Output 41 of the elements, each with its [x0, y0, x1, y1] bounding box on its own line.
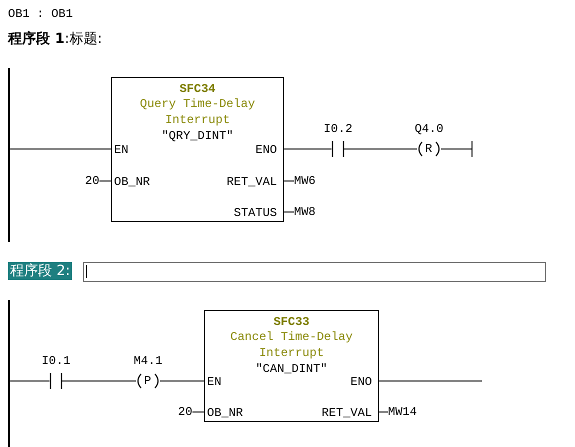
wire: [378, 380, 482, 382]
coil-type-label: R: [425, 141, 432, 157]
network-title: 程序段 1:标题:: [8, 30, 102, 48]
block-title: OB1 : OB1: [8, 7, 73, 21]
pin-label: EN: [207, 374, 222, 390]
block-description: Query Time-Delay Interrupt: [138, 96, 256, 128]
network-title: 程序段 2:: [8, 262, 72, 280]
pin-label: ENO: [350, 374, 372, 390]
operand-label: 20: [178, 404, 192, 420]
wire: [10, 148, 112, 150]
operand-label: I0.1: [40, 353, 72, 369]
pin-label: OB_NR: [114, 174, 150, 190]
pin-label: OB_NR: [207, 405, 244, 421]
operand-label: MW8: [294, 204, 316, 220]
wire: [98, 180, 112, 182]
wire: [160, 380, 204, 382]
block-symbol: "QRY_DINT": [160, 128, 234, 144]
pin-label: RET_VAL: [226, 174, 277, 190]
operand-label: M4.1: [133, 353, 163, 369]
operand-label: MW6: [294, 173, 316, 189]
operand-label: I0.2: [322, 121, 354, 137]
block-name: SFC34: [178, 81, 216, 97]
wire: [61, 380, 136, 382]
pin-label: RET_VAL: [322, 405, 372, 421]
function-block: [111, 77, 284, 222]
block-symbol: "CAN_DINT": [254, 361, 328, 377]
wire: [284, 180, 294, 182]
coil-type-label: P: [144, 373, 152, 389]
pin-label: EN: [114, 142, 128, 158]
function-block: [204, 310, 379, 422]
pin-label: ENO: [255, 142, 277, 158]
block-name: SFC33: [272, 314, 310, 330]
operand-label: Q4.0: [414, 121, 444, 137]
wire: [343, 148, 418, 150]
operand-label: 20: [85, 173, 100, 189]
block-description: Cancel Time-Delay Interrupt: [229, 329, 354, 361]
operand-label: MW14: [388, 404, 417, 420]
wire: [440, 140, 472, 158]
wire: [10, 380, 50, 382]
wire: [284, 148, 332, 150]
pin-label: STATUS: [234, 205, 277, 221]
